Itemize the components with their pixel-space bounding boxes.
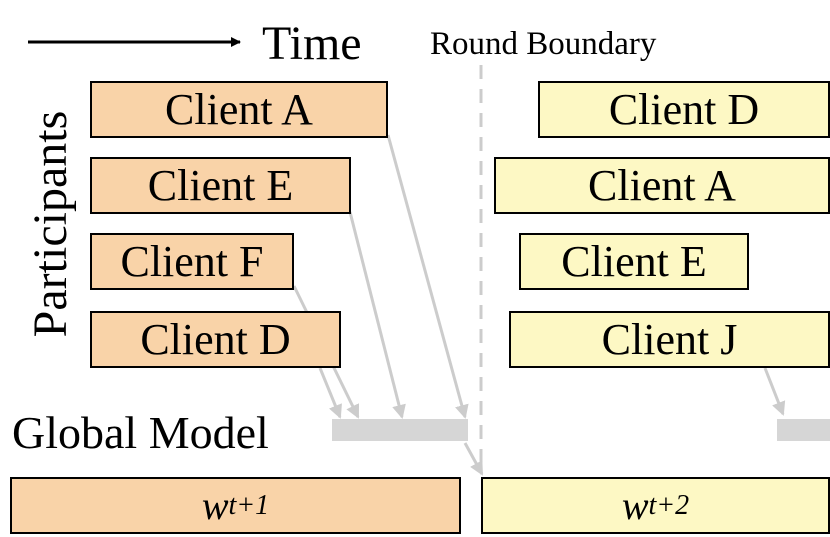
round1-client-box-2: Client E [90, 157, 351, 214]
round1-client-box-4: Client D [90, 311, 341, 368]
round2-client-box-3: Client E [519, 233, 749, 290]
time-label: Time [262, 17, 362, 70]
global-model-bar-round1 [332, 419, 468, 441]
global-model-bar-round2 [777, 419, 830, 441]
round2-weight-subscript: t+2 [648, 489, 690, 521]
round1-client-box-3: Client F [90, 233, 294, 290]
round2-client-box-4: Client J [509, 311, 830, 368]
update-arrow-client-d [318, 367, 342, 419]
update-arrow-client-a [386, 134, 469, 419]
round2-client-box-1: Client D [538, 81, 830, 138]
update-arrow-client-j [763, 367, 786, 416]
round1-weight-subscript: t+1 [228, 489, 270, 521]
global-model-label: Global Model [12, 407, 269, 458]
round-boundary-label: Round Boundary [430, 26, 657, 62]
round1-client-box-1: Client A [90, 81, 388, 138]
round2-weight-base: w [621, 482, 649, 528]
update-arrow-client-e [348, 211, 406, 419]
round1-weight-base: w [201, 482, 229, 528]
participants-label: Participants [24, 110, 77, 338]
round2-client-box-2: Client A [494, 157, 830, 214]
broadcast-arrow [463, 442, 484, 476]
